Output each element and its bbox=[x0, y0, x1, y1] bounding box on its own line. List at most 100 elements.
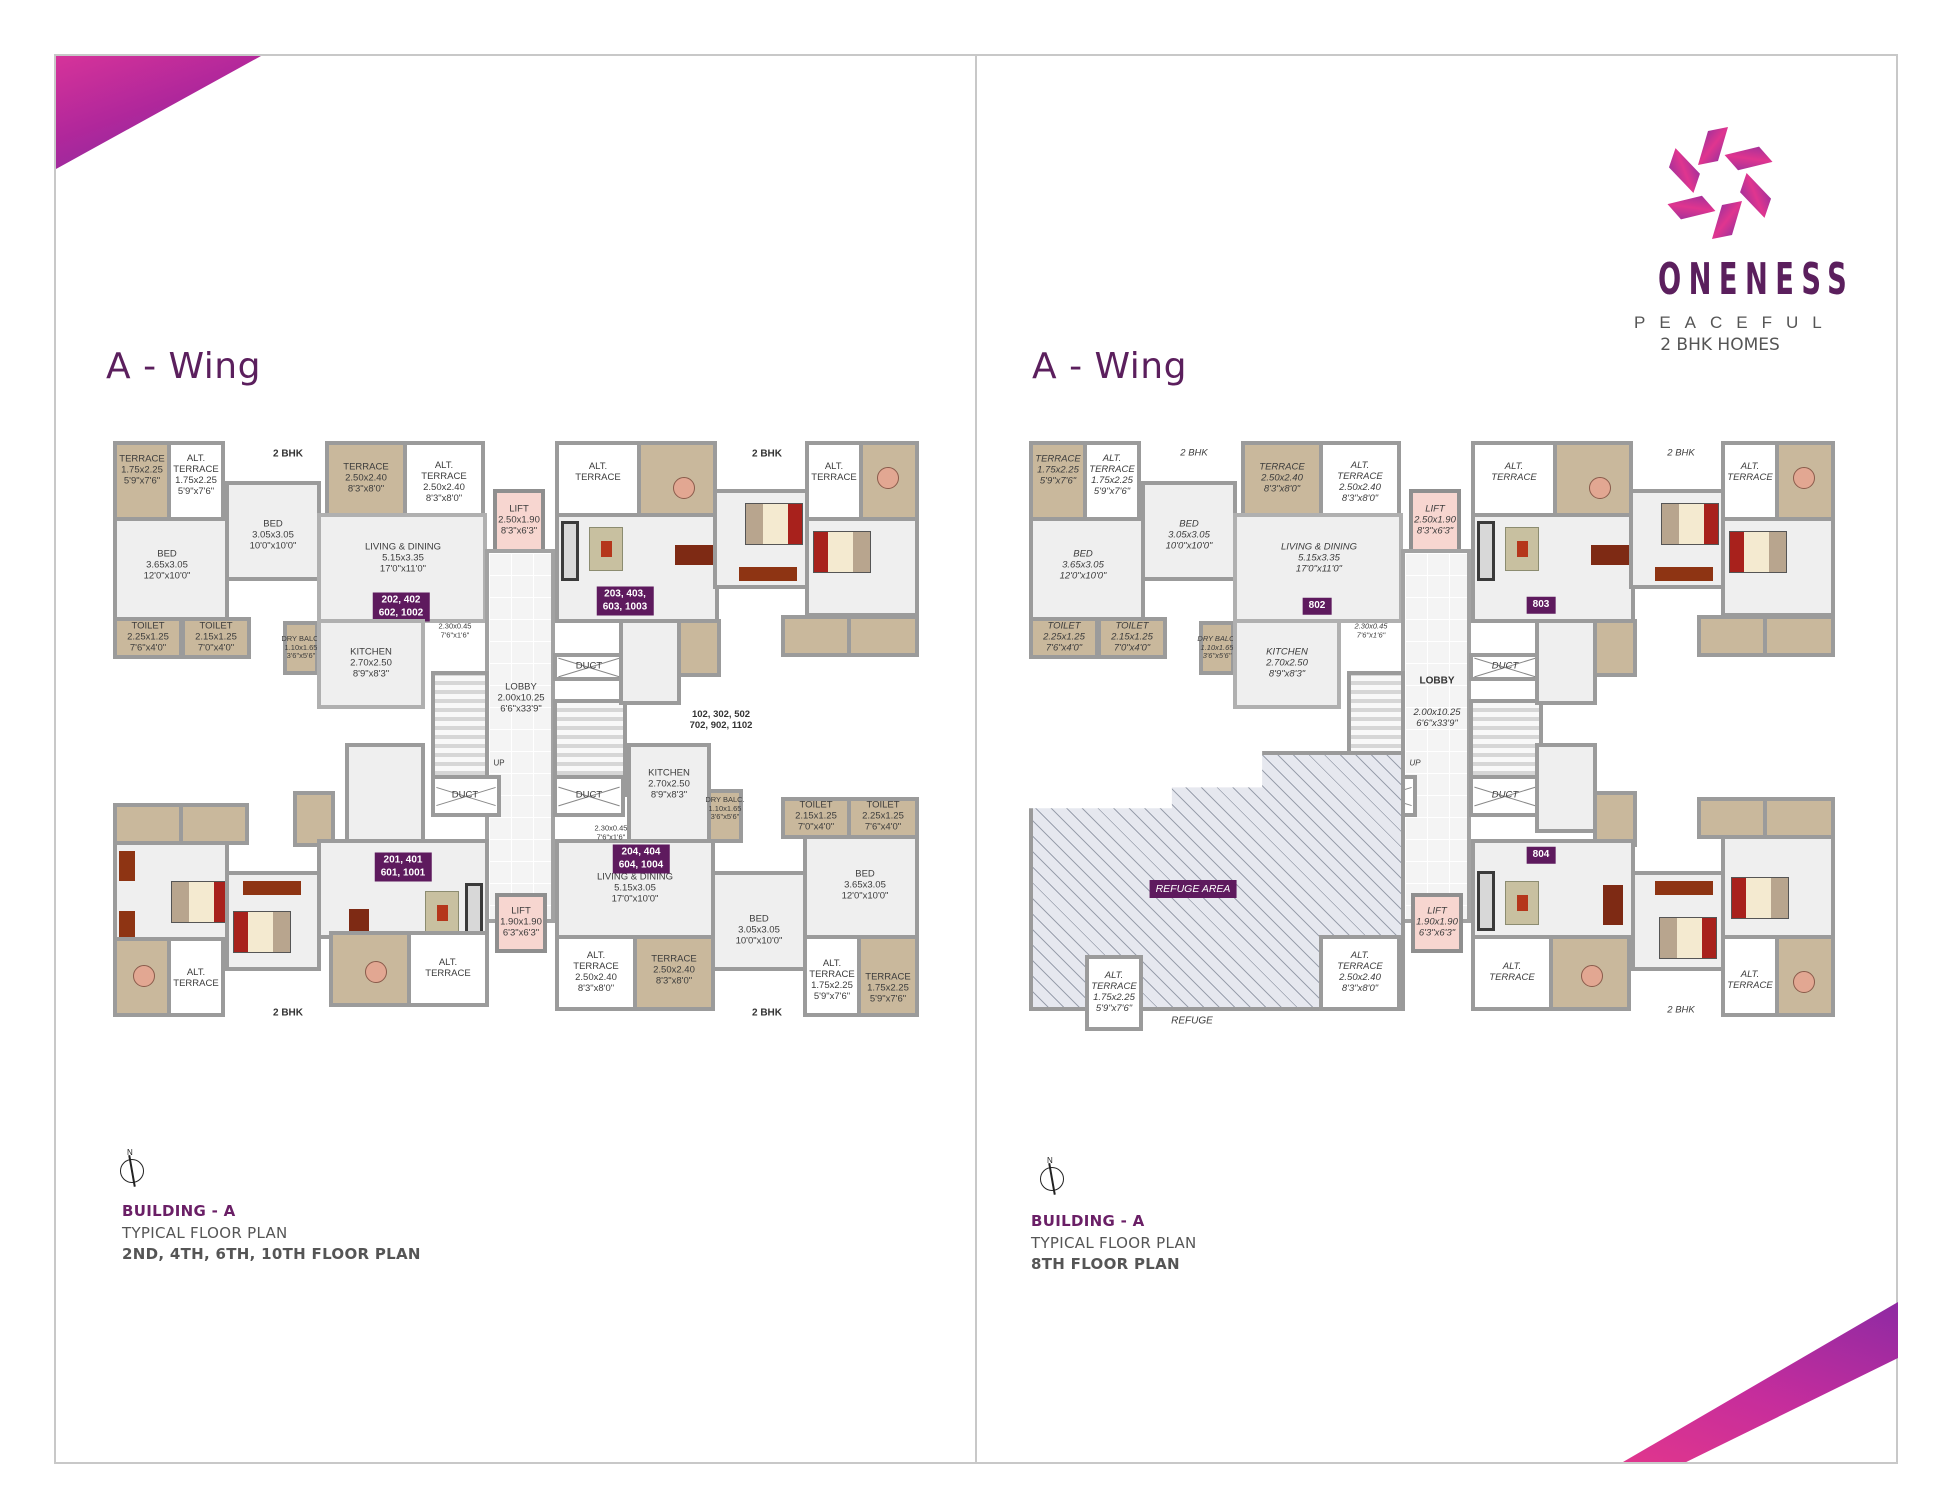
room-label: BED 3.05x3.05 10'0"x10'0" bbox=[1165, 518, 1213, 552]
room-label: BED 3.65x3.05 12'0"x10'0" bbox=[143, 548, 191, 582]
bed-furniture bbox=[171, 881, 229, 923]
room-label: ALT. TERRACE bbox=[1491, 461, 1537, 483]
room-label: BED 3.05x3.05 10'0"x10'0" bbox=[735, 913, 783, 947]
sofa-furniture bbox=[1477, 871, 1495, 931]
bedroom-room bbox=[803, 835, 919, 939]
alt-terrace-room bbox=[403, 441, 485, 517]
wing-title: A - Wing bbox=[106, 346, 261, 387]
toilet-room bbox=[1097, 617, 1167, 659]
toilet-room bbox=[1697, 615, 1767, 657]
room-label: TERRACE 2.50x2.40 8'3"x8'0" bbox=[651, 953, 697, 987]
room-label: LOBBY bbox=[1419, 675, 1455, 687]
passage-label: 2.30x0.45 7'6"x1'6" bbox=[594, 823, 628, 841]
unit-type-label: 2 BHK bbox=[1180, 447, 1208, 459]
room-label: ALT. TERRACE 2.50x2.40 8'3"x8'0" bbox=[1337, 950, 1383, 994]
plan-caption: BUILDING - A TYPICAL FLOOR PLAN 8TH FLOO… bbox=[1031, 1212, 1197, 1273]
brochure-spread: A - Wing TERRACE 1.75x2.25 5'9"x7'6" ALT… bbox=[54, 54, 1898, 1464]
terrace-room bbox=[1775, 441, 1835, 521]
toilet-room bbox=[1697, 797, 1767, 839]
bed-furniture bbox=[233, 911, 291, 953]
unit-type-label: 2 BHK bbox=[1667, 447, 1695, 459]
room-label: LIVING & DINING 5.15x3.35 17'0"x11'0" bbox=[364, 541, 442, 575]
floors-label: 2ND, 4TH, 6TH, 10TH FLOOR PLAN bbox=[122, 1245, 421, 1263]
room-label: ALT. TERRACE bbox=[425, 957, 471, 979]
unit-number-tag: 201, 401 601, 1001 bbox=[374, 852, 432, 882]
lift-room bbox=[495, 893, 547, 953]
compass-north-label: N bbox=[127, 1148, 133, 1157]
page-typical-floor: A - Wing TERRACE 1.75x2.25 5'9"x7'6" ALT… bbox=[56, 56, 977, 1462]
bed-furniture bbox=[1661, 503, 1719, 545]
room-label: LIFT 2.50x1.90 8'3"x6'3" bbox=[1414, 503, 1456, 537]
unit-type-label: 2 BHK bbox=[751, 448, 783, 460]
room-label: LIVING & DINING 5.15x3.35 17'0"x11'0" bbox=[1280, 541, 1358, 575]
bedroom-room bbox=[1029, 517, 1145, 621]
terrace-chair-furniture bbox=[1589, 477, 1611, 499]
alt-terrace-room bbox=[167, 441, 225, 521]
toilet-room bbox=[181, 617, 251, 659]
room-label: KITCHEN 2.70x2.50 8'9"x8'3" bbox=[648, 767, 690, 801]
unit-type-label: 2 BHK bbox=[272, 1007, 304, 1019]
kitchen-room bbox=[345, 743, 425, 843]
lift-room bbox=[1411, 893, 1463, 953]
lobby-room bbox=[485, 549, 555, 923]
alt-terrace-room bbox=[1319, 441, 1401, 517]
terrace-chair-furniture bbox=[133, 965, 155, 987]
north-compass-icon bbox=[120, 1159, 144, 1183]
star-logo-icon bbox=[1667, 127, 1773, 239]
unit-number-tag: 802 bbox=[1302, 597, 1332, 615]
room-label: ALT. TERRACE bbox=[173, 967, 219, 989]
toilet-room bbox=[847, 615, 919, 657]
room-label: ALT. TERRACE 2.50x2.40 8'3"x8'0" bbox=[573, 950, 619, 994]
room-label: TERRACE 1.75x2.25 5'9"x7'6" bbox=[119, 453, 165, 487]
wing-title: A - Wing bbox=[1032, 346, 1187, 387]
wardrobe-furniture bbox=[1655, 881, 1713, 895]
room-label: DUCT bbox=[451, 789, 479, 801]
bed-furniture bbox=[1659, 917, 1717, 959]
rug-furniture bbox=[1505, 881, 1539, 925]
kitchen-room bbox=[317, 619, 425, 709]
unit-type-label: 2 BHK bbox=[751, 1007, 783, 1019]
unit-number-tag: 804 bbox=[1526, 846, 1556, 864]
room-label: TOILET 2.15x1.25 7'0"x4'0" bbox=[195, 620, 237, 654]
passage-label: 2.30x0.45 7'6"x1'6" bbox=[1354, 621, 1388, 639]
room-label: TERRACE 2.50x2.40 8'3"x8'0" bbox=[1259, 461, 1305, 495]
room-label: LIVING & DINING 5.15x3.05 17'0"x10'0" bbox=[596, 871, 674, 905]
room-label: DUCT bbox=[1491, 789, 1519, 801]
bedroom-room bbox=[711, 871, 807, 971]
dry-balcony-room bbox=[707, 789, 743, 843]
terrace-chair-furniture bbox=[877, 467, 899, 489]
brand-name: ONENESS bbox=[1658, 254, 1855, 305]
floor-plan-typical: TERRACE 1.75x2.25 5'9"x7'6" ALT. TERRACE… bbox=[113, 441, 921, 1031]
toilet-room bbox=[1763, 615, 1835, 657]
terrace-room bbox=[1775, 935, 1835, 1017]
plan-caption: BUILDING - A TYPICAL FLOOR PLAN 2ND, 4TH… bbox=[122, 1202, 421, 1263]
brand-logo: ONENESS PEACEFUL 2 BHK HOMES bbox=[1620, 118, 1855, 355]
room-label: ALT. TERRACE 2.50x2.40 8'3"x8'0" bbox=[1337, 460, 1383, 504]
room-label: DRY BALC. 1.10x1.65 3'6"x5'6" bbox=[705, 795, 745, 822]
unit-number-tag: 202, 402 602, 1002 bbox=[372, 592, 430, 622]
room-label: LOBBY 2.00x10.25 6'6"x33'9" bbox=[497, 681, 545, 715]
utility-room bbox=[1593, 791, 1637, 847]
lobby-room bbox=[1401, 549, 1471, 923]
alt-terrace-room bbox=[1721, 441, 1779, 521]
stair-up-label: UP bbox=[1409, 758, 1421, 768]
unit-number-tag: 803 bbox=[1526, 596, 1556, 614]
alt-terrace-room bbox=[167, 937, 225, 1017]
stair-up-label: UP bbox=[493, 758, 505, 768]
staircase bbox=[431, 671, 489, 779]
wardrobe-furniture bbox=[243, 881, 301, 895]
duct-shaft bbox=[431, 775, 501, 817]
dining-table-furniture bbox=[1603, 885, 1623, 925]
room-label: TOILET 2.25x1.25 7'6"x4'0" bbox=[1043, 620, 1085, 654]
compass-north-label: N bbox=[1047, 1156, 1053, 1165]
terrace-room bbox=[325, 441, 407, 517]
wardrobe-furniture bbox=[1655, 567, 1713, 581]
building-label: BUILDING - A bbox=[122, 1202, 236, 1220]
duct-shaft bbox=[553, 775, 625, 817]
toilet-room bbox=[781, 615, 851, 657]
alt-terrace-room bbox=[1083, 441, 1141, 521]
room-label: LIFT 2.50x1.90 8'3"x6'3" bbox=[498, 503, 540, 537]
room-label: DUCT bbox=[1491, 660, 1519, 672]
unit-number-tag: 203, 403, 603, 1003 bbox=[596, 586, 654, 616]
sofa-furniture bbox=[1477, 521, 1495, 581]
